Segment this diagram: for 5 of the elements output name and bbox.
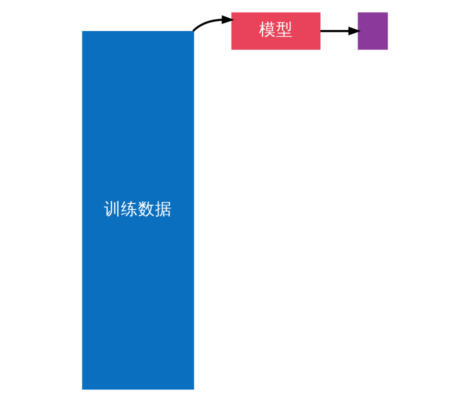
node-box: 模型: [231, 12, 320, 50]
arrow: [320, 26, 361, 36]
node-box: 训练数据: [82, 31, 194, 390]
node-box: [358, 12, 388, 50]
arrow: [192, 15, 234, 32]
